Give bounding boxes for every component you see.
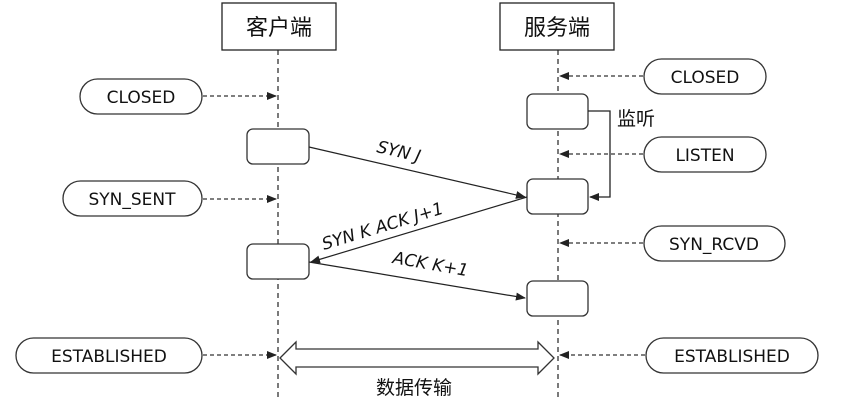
server-header: 服务端: [499, 2, 615, 51]
server-activation-1: [526, 93, 589, 130]
listen-label: 监听: [617, 108, 655, 130]
data-transfer-double-arrow: [279, 340, 555, 376]
message-label-ack: ACK K+1: [390, 248, 470, 281]
server-state-closed-label: CLOSED: [671, 68, 740, 88]
server-state-listen-label: LISTEN: [675, 146, 734, 166]
client-state-syn-sent: SYN_SENT: [62, 180, 203, 217]
server-activation-2: [526, 178, 589, 215]
server-state-established: ESTABLISHED: [645, 337, 819, 374]
message-arrow-synack: [310, 196, 528, 264]
client-header: 客户端: [221, 2, 337, 51]
client-state-established-label: ESTABLISHED: [51, 347, 167, 367]
data-transfer-label: 数据传输: [376, 377, 452, 399]
message-arrow-ack: [308, 261, 526, 301]
server-header-label: 服务端: [524, 16, 590, 41]
message-arrow-syn: [308, 146, 526, 199]
listen-loop-arrow: [588, 110, 611, 201]
server-state-syn-rcvd-label: SYN_RCVD: [669, 235, 759, 255]
client-state-closed-label: CLOSED: [107, 88, 176, 108]
server-activation-3: [526, 280, 589, 317]
server-state-listen: LISTEN: [643, 136, 767, 173]
client-activation-1: [246, 128, 310, 165]
client-header-label: 客户端: [246, 16, 312, 41]
server-state-closed: CLOSED: [643, 58, 767, 95]
server-state-syn-rcvd: SYN_RCVD: [643, 225, 786, 262]
client-state-syn-sent-label: SYN_SENT: [88, 190, 176, 210]
server-state-established-label: ESTABLISHED: [674, 347, 790, 367]
client-activation-2: [246, 243, 310, 280]
message-label-syn: SYN J: [375, 137, 423, 166]
client-state-closed: CLOSED: [79, 78, 203, 115]
client-state-established: ESTABLISHED: [15, 337, 203, 374]
